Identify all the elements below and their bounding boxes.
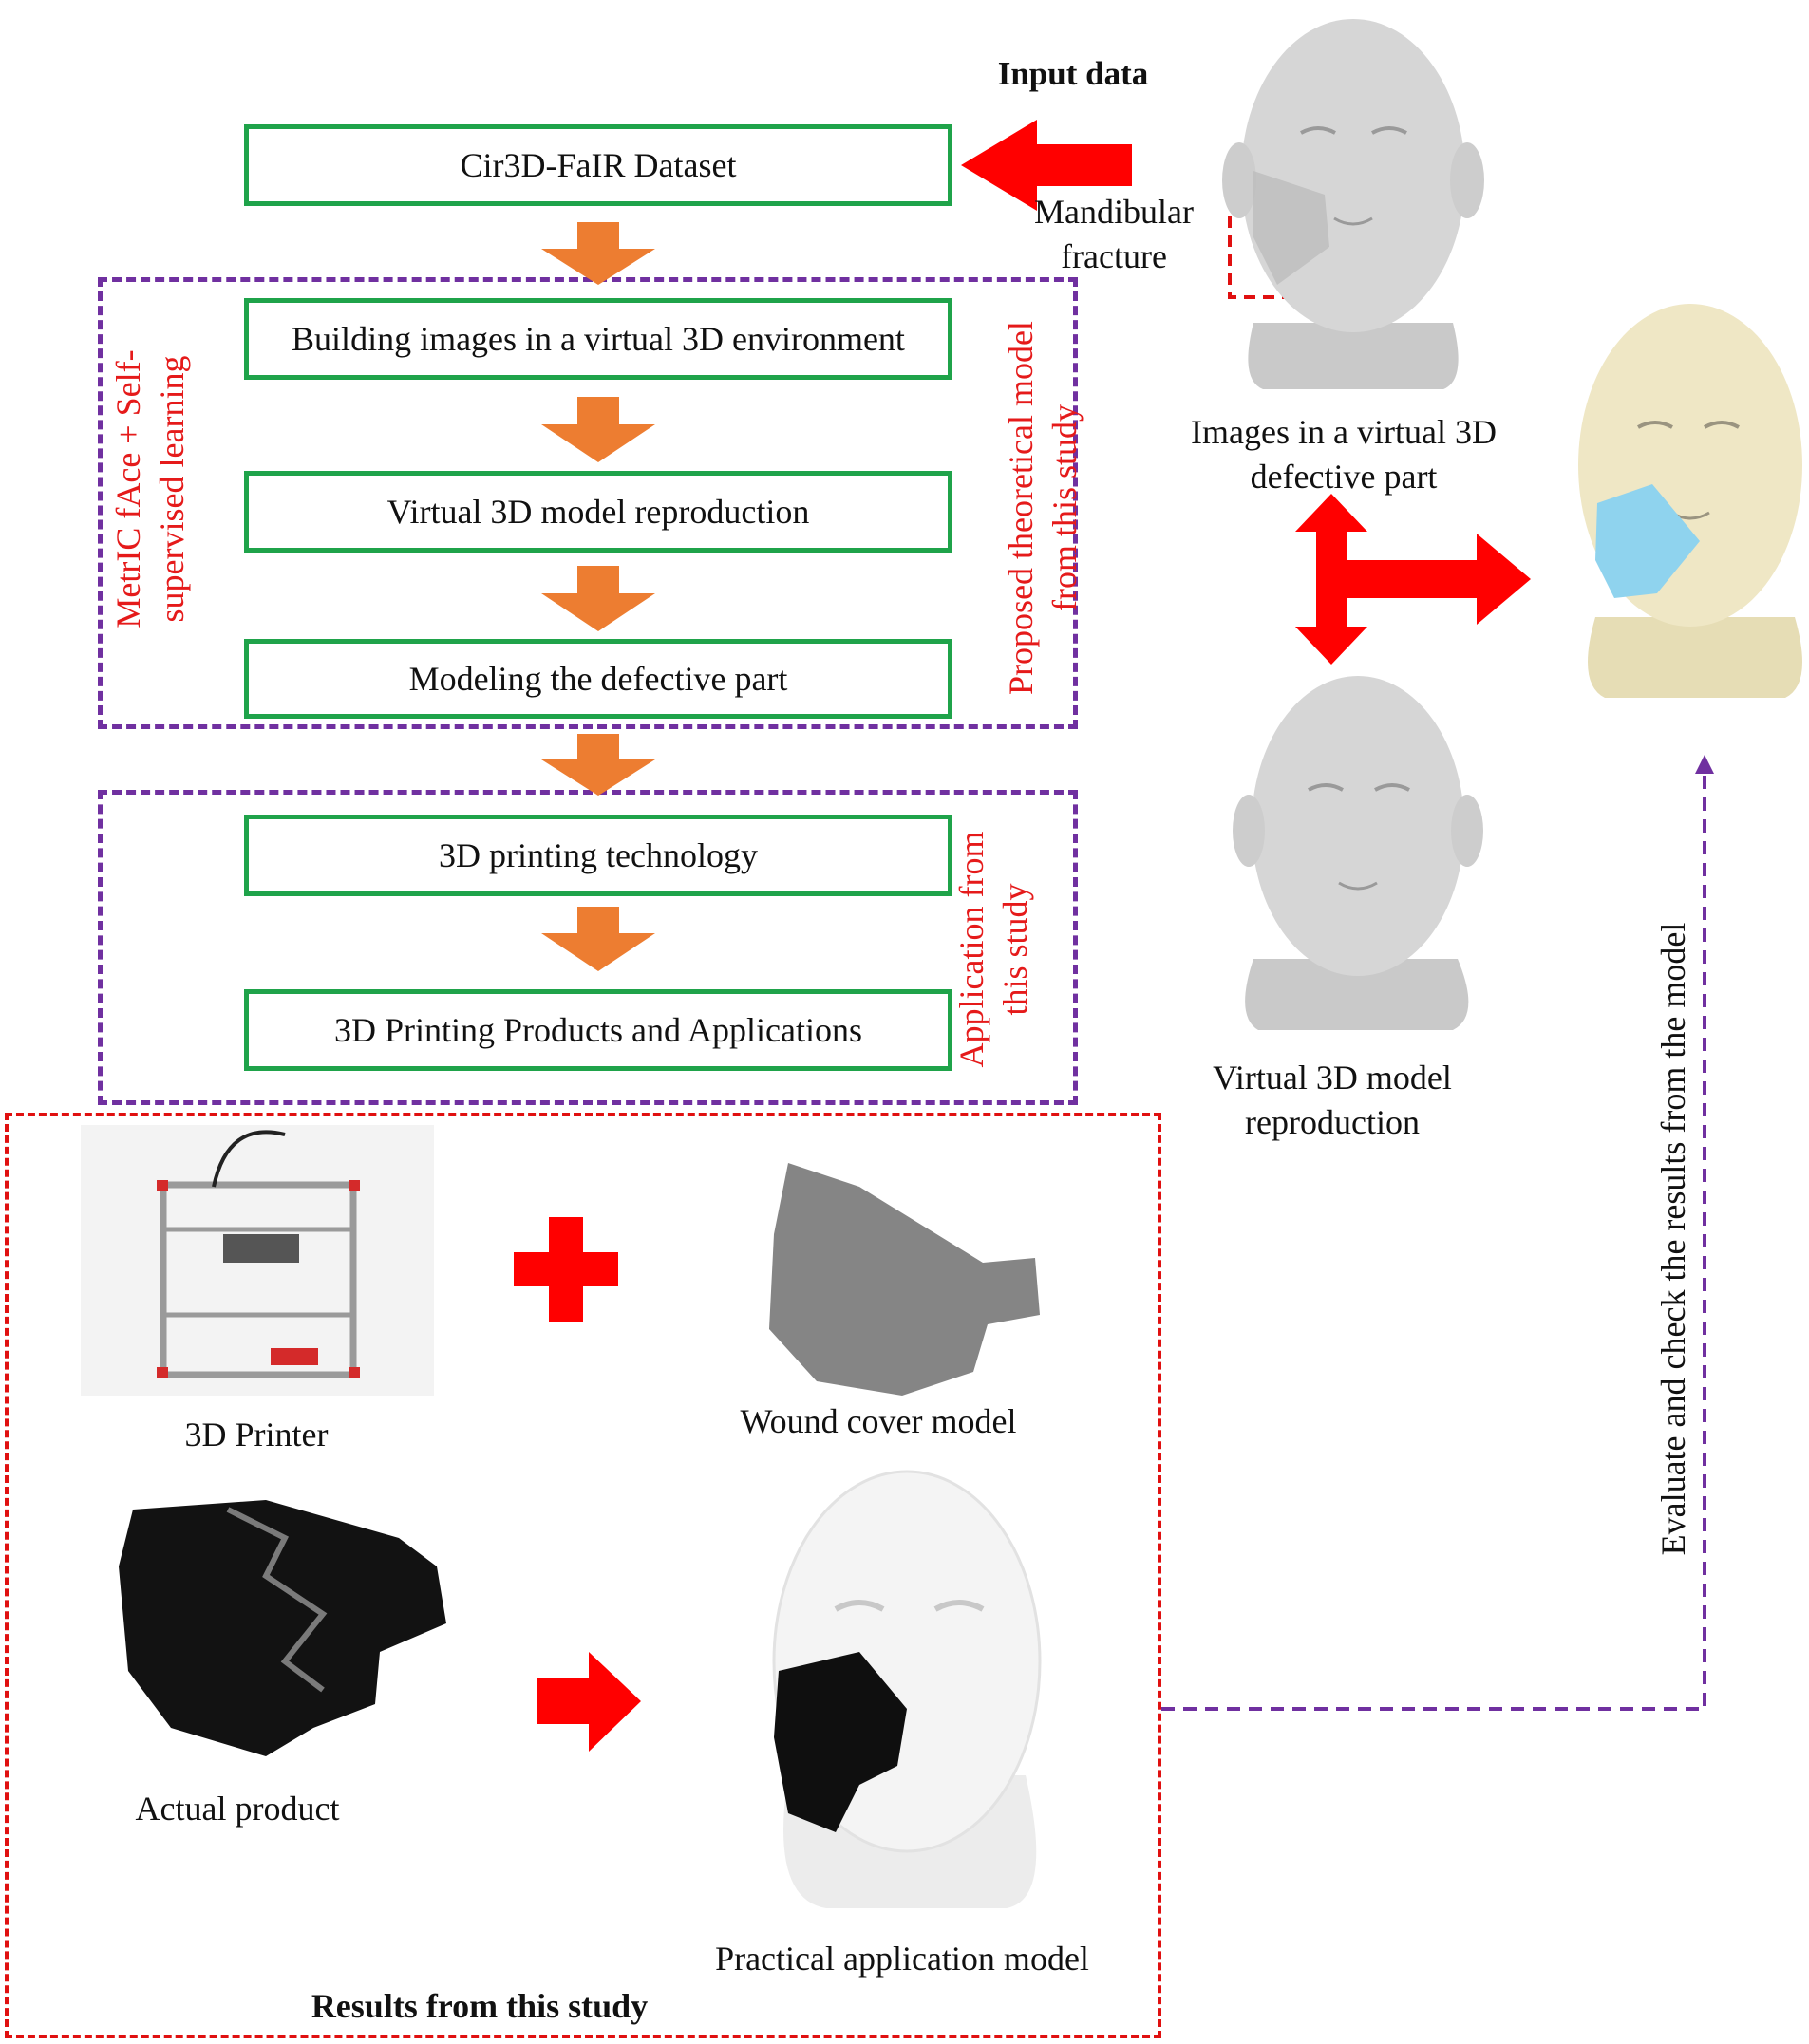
flow-arrow-4 bbox=[541, 734, 655, 796]
step-virtual-model: Virtual 3D model reproduction bbox=[244, 471, 952, 553]
step-dataset: Cir3D-FaIR Dataset bbox=[244, 124, 952, 206]
printer-image bbox=[81, 1125, 434, 1396]
head-result-image bbox=[1578, 304, 1802, 698]
step-3d-printing: 3D printing technology bbox=[244, 815, 952, 896]
results-group-frame bbox=[5, 1113, 1161, 2038]
application-label: Application from this study bbox=[952, 831, 1034, 1068]
wound-cover-image bbox=[769, 1163, 1040, 1396]
input-arrow bbox=[961, 120, 1132, 211]
flow-arrow-1 bbox=[541, 222, 655, 285]
wound-cover-label: Wound cover model bbox=[740, 1402, 1017, 1440]
fracture-label: Mandibular fracture bbox=[1034, 193, 1194, 275]
head-reproduction-image bbox=[1233, 676, 1483, 1030]
step-printing-products: 3D Printing Products and Applications bbox=[244, 989, 952, 1071]
practical-application-label: Practical application model bbox=[715, 1940, 1089, 1978]
actual-product-image bbox=[119, 1500, 446, 1756]
head-defective-image bbox=[1222, 19, 1484, 389]
step-building-images: Building images in a virtual 3D environm… bbox=[244, 298, 952, 380]
results-label: Results from this study bbox=[311, 1987, 649, 2025]
evaluate-connector bbox=[1161, 755, 1714, 1711]
group-right-label: Proposed theoretical model from this stu… bbox=[1002, 321, 1084, 695]
model-group-frame bbox=[98, 277, 1078, 729]
flow-arrow-2 bbox=[541, 397, 655, 462]
product-to-application-arrow bbox=[537, 1652, 641, 1752]
flow-arrow-3 bbox=[541, 566, 655, 631]
printer-label: 3D Printer bbox=[184, 1416, 329, 1453]
images-defective-label: Images in a virtual 3D defective part bbox=[1191, 413, 1497, 496]
actual-product-label: Actual product bbox=[135, 1790, 340, 1828]
application-group-frame bbox=[98, 790, 1078, 1105]
practical-application-image bbox=[772, 1470, 1042, 1908]
evaluate-label: Evaluate and check the results from the … bbox=[1654, 922, 1692, 1556]
plus-icon bbox=[514, 1217, 618, 1322]
compare-arrow bbox=[1295, 494, 1531, 665]
input-data-label: Input data bbox=[997, 55, 1149, 92]
step-modeling-defective: Modeling the defective part bbox=[244, 639, 952, 719]
group-left-label: MetrIC fAce + Self-supervised learning bbox=[109, 349, 191, 628]
flow-arrow-5 bbox=[541, 907, 655, 971]
virtual-repro-label: Virtual 3D model reproduction bbox=[1213, 1059, 1452, 1141]
